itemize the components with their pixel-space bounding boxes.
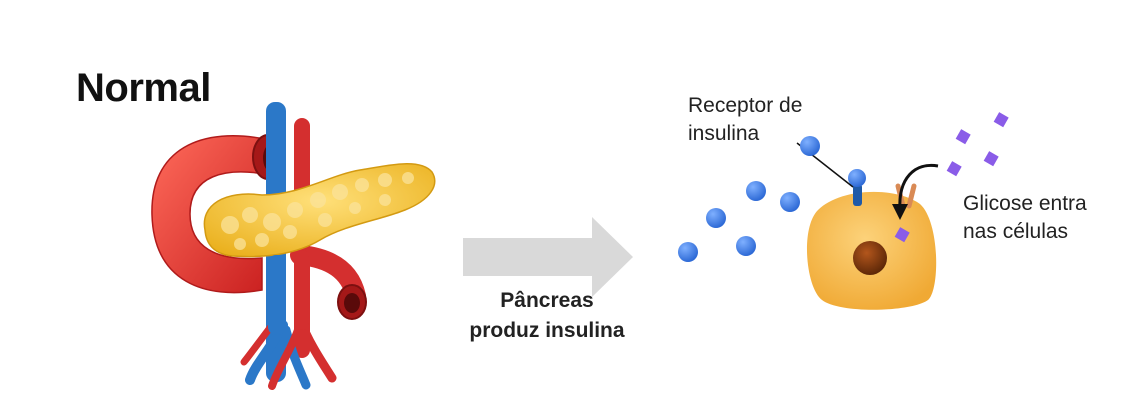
glucose-molecules bbox=[894, 112, 1009, 243]
glucose-molecule bbox=[894, 227, 910, 243]
process-arrow bbox=[463, 217, 633, 297]
insulin-molecule bbox=[746, 181, 766, 201]
arrow-caption: Pâncreas produz insulina bbox=[452, 286, 642, 346]
glucose-label: Glicose entra nas células bbox=[963, 190, 1087, 246]
insulin-receptor bbox=[848, 169, 866, 206]
cell-nucleus bbox=[853, 241, 887, 275]
duodenum bbox=[151, 135, 271, 294]
cell bbox=[806, 191, 937, 310]
insulin-molecules bbox=[678, 136, 820, 262]
arrow-caption-line-2: produz insulina bbox=[469, 319, 625, 342]
receptor-label: Receptor de insulina bbox=[688, 92, 802, 148]
arrow-caption-line-1: Pâncreas bbox=[500, 289, 594, 312]
receptor-label-line-2: insulina bbox=[688, 122, 760, 145]
diagram-title: Normal bbox=[76, 66, 211, 110]
receptor-label-line-1: Receptor de bbox=[688, 94, 803, 117]
glucose-molecule bbox=[993, 112, 1009, 128]
pancreas-illustration bbox=[151, 102, 436, 390]
glucose-molecule bbox=[946, 161, 962, 177]
glucose-label-line-1: Glicose entra bbox=[963, 192, 1087, 215]
insulin-molecule bbox=[678, 242, 698, 262]
insulin-molecule bbox=[800, 136, 820, 156]
glucose-molecule bbox=[955, 129, 971, 145]
insulin-molecule bbox=[780, 192, 800, 212]
glucose-label-line-2: nas células bbox=[963, 220, 1069, 243]
insulin-molecule bbox=[706, 208, 726, 228]
glucose-entry-arrow bbox=[892, 163, 939, 220]
glucose-molecule bbox=[983, 151, 999, 167]
insulin-molecule bbox=[736, 236, 756, 256]
